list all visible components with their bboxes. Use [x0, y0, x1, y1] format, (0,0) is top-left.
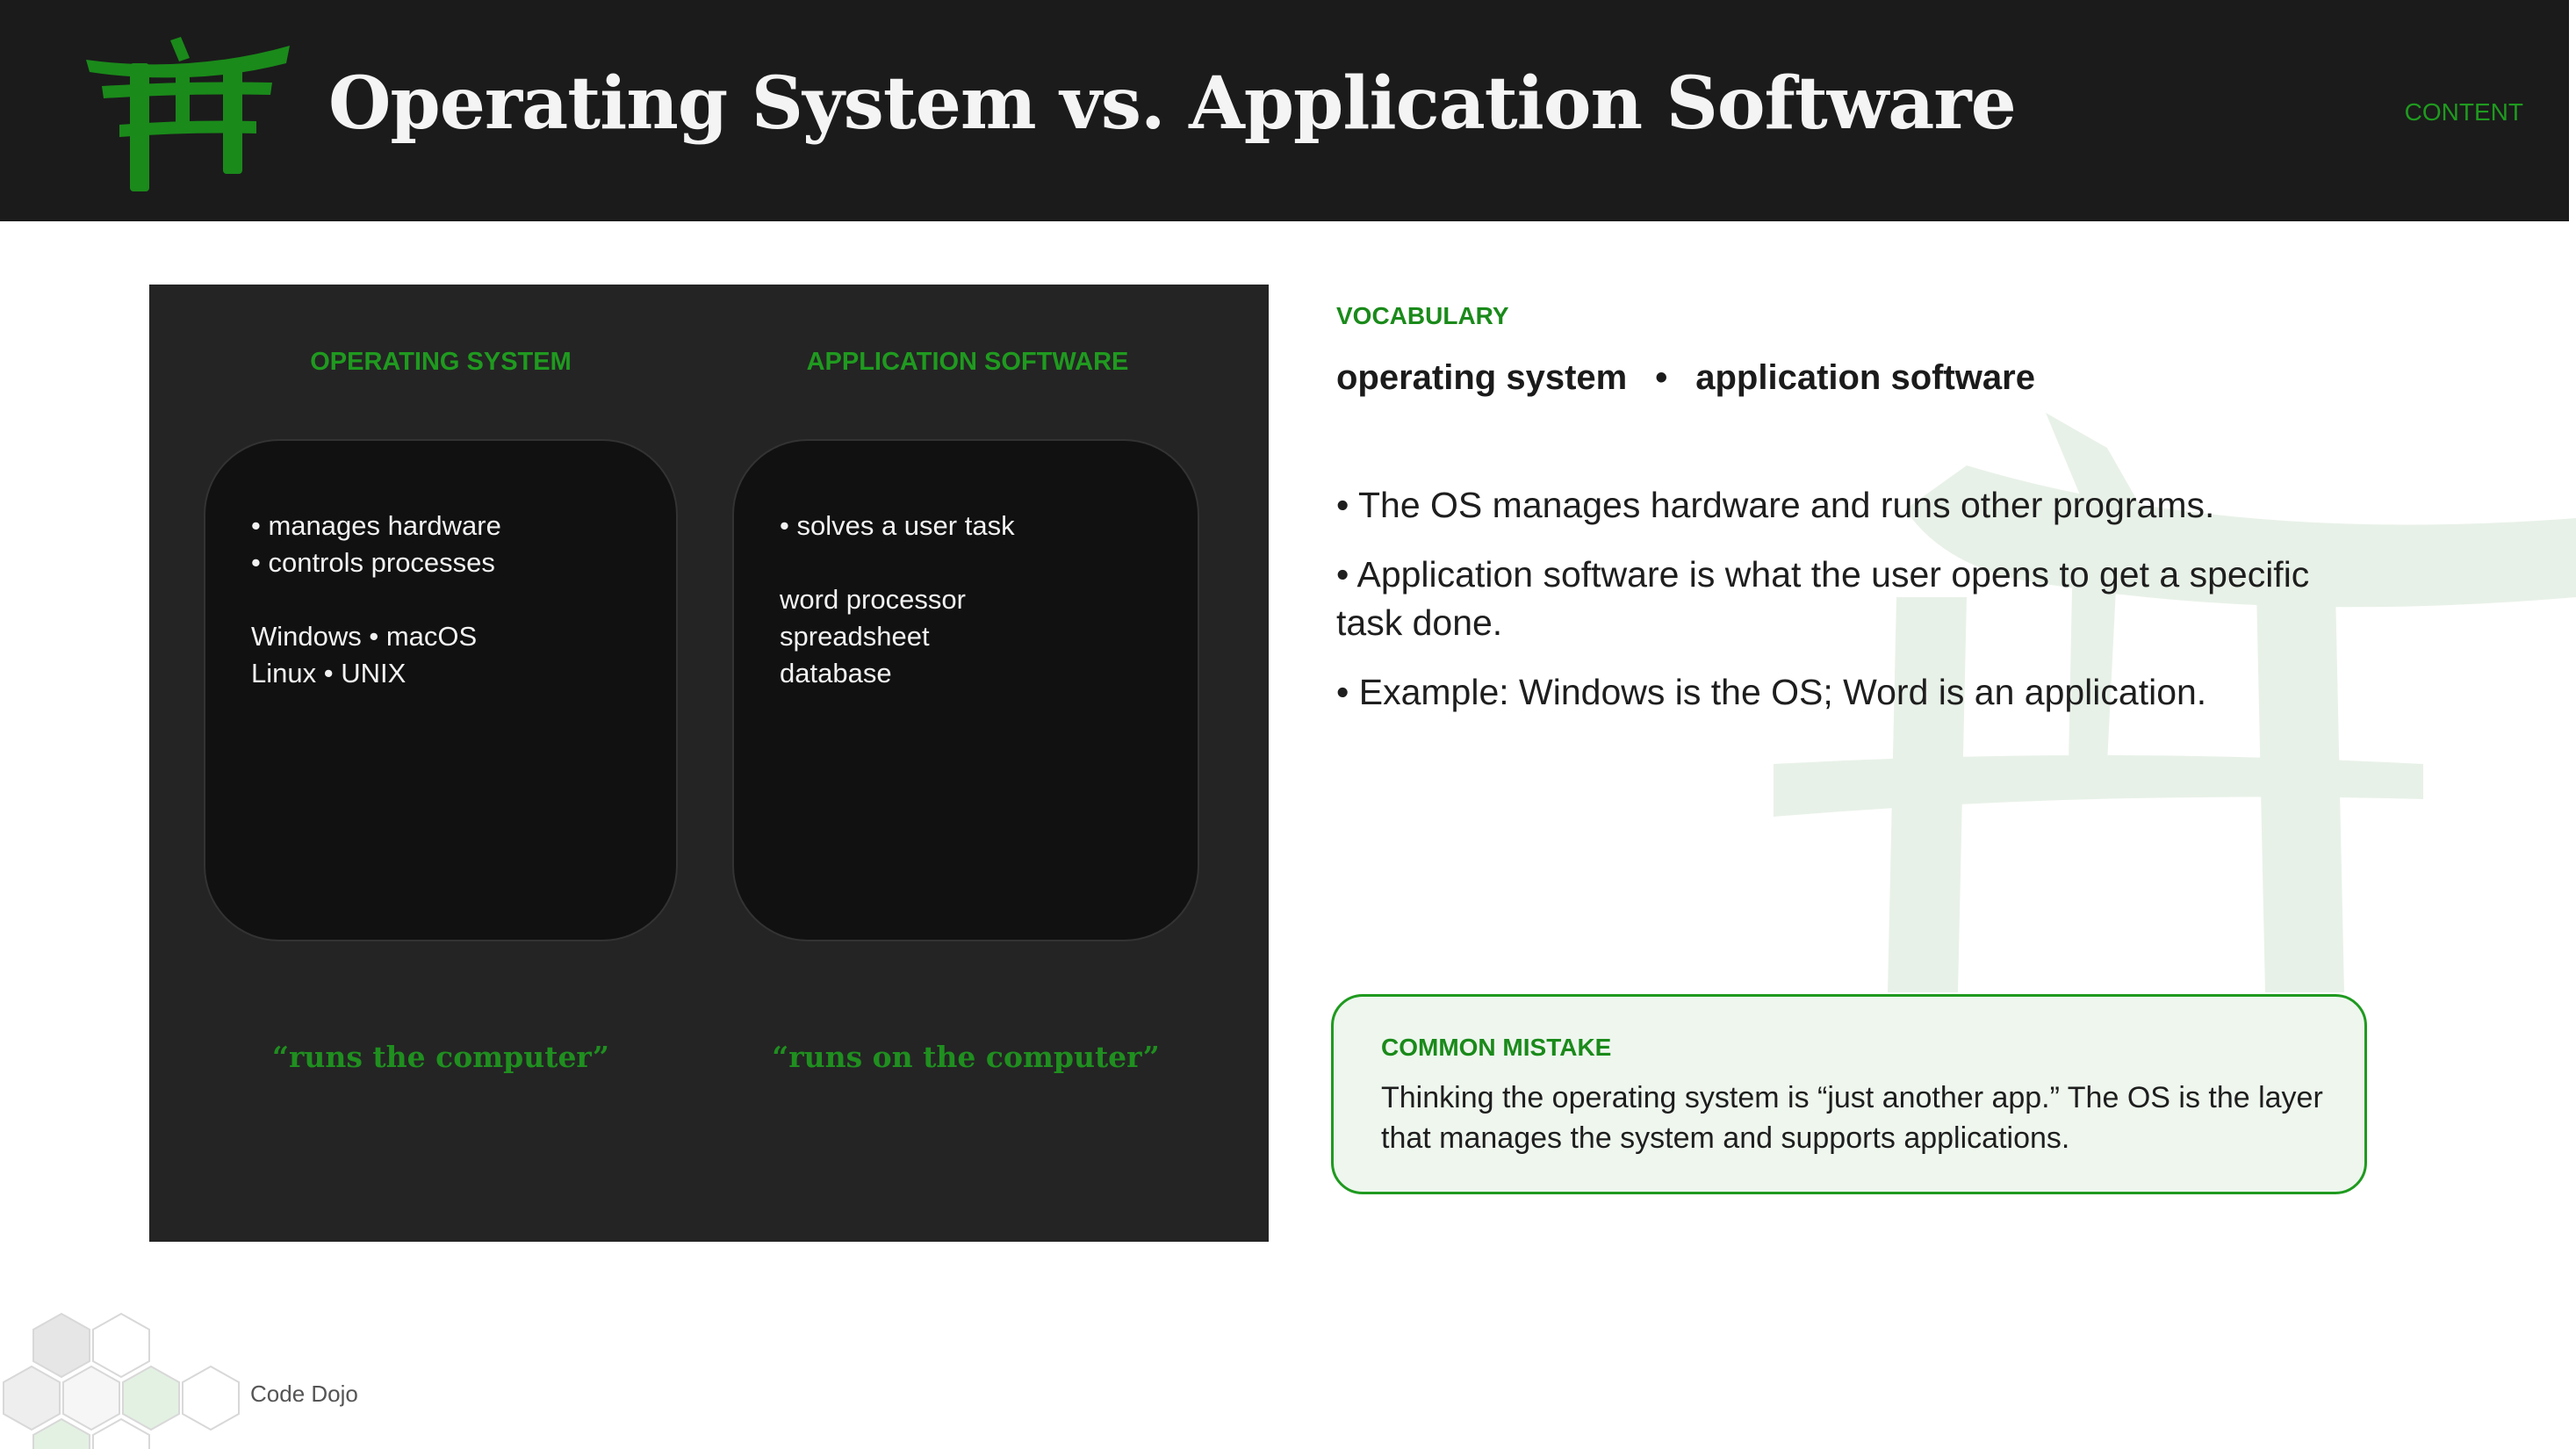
- application-software-card: • solves a user task word processor spre…: [732, 439, 1199, 941]
- key-point: • Application software is what the user …: [1336, 554, 2310, 643]
- application-software-quote: “runs on the computer”: [772, 1040, 1160, 1074]
- card-line: [780, 544, 1015, 581]
- common-mistake-label: COMMON MISTAKE: [1381, 1034, 1612, 1061]
- card-line: database: [780, 658, 892, 688]
- key-point: • Example: Windows is the OS; Word is an…: [1336, 672, 2207, 712]
- key-points: • The OS manages hardware and runs other…: [1336, 481, 2372, 738]
- vocabulary-label: VOCABULARY: [1336, 302, 1509, 329]
- section-tag: CONTENT: [2404, 98, 2523, 126]
- vocabulary-terms: operating system • application software: [1336, 358, 2035, 398]
- vocab-term: application software: [1695, 358, 2035, 397]
- slide-header: Operating System vs. Application Softwar…: [0, 0, 2569, 221]
- torii-gate-icon: [86, 37, 290, 191]
- vocab-separator: •: [1655, 358, 1668, 397]
- operating-system-card: • manages hardware • controls processes …: [204, 439, 678, 941]
- card-line: word processor: [780, 584, 966, 615]
- card-line: [251, 581, 501, 618]
- common-mistake-callout: COMMON MISTAKE Thinking the operating sy…: [1331, 994, 2367, 1194]
- footer-brand: Code Dojo: [250, 1381, 358, 1407]
- hexagon-pattern-icon: [3, 1312, 240, 1449]
- card-line: • controls processes: [251, 547, 495, 578]
- comparison-panel: OPERATING SYSTEM APPLICATION SOFTWARE • …: [149, 285, 1269, 1242]
- key-point: • The OS manages hardware and runs other…: [1336, 485, 2215, 525]
- card-line: spreadsheet: [780, 621, 930, 652]
- slide-title: Operating System vs. Application Softwar…: [328, 61, 2017, 146]
- card-line: Windows • macOS: [251, 621, 478, 652]
- torii-watermark-icon: [1774, 413, 2576, 992]
- column-heading-application-software: APPLICATION SOFTWARE: [806, 348, 1129, 376]
- card-line: • manages hardware: [251, 510, 501, 541]
- column-heading-operating-system: OPERATING SYSTEM: [310, 348, 572, 376]
- card-line: Linux • UNIX: [251, 658, 407, 688]
- operating-system-quote: “runs the computer”: [271, 1040, 610, 1074]
- common-mistake-text: Thinking the operating system is “just a…: [1381, 1081, 2323, 1155]
- vocab-term: operating system: [1336, 358, 1628, 397]
- card-line: • solves a user task: [780, 510, 1015, 541]
